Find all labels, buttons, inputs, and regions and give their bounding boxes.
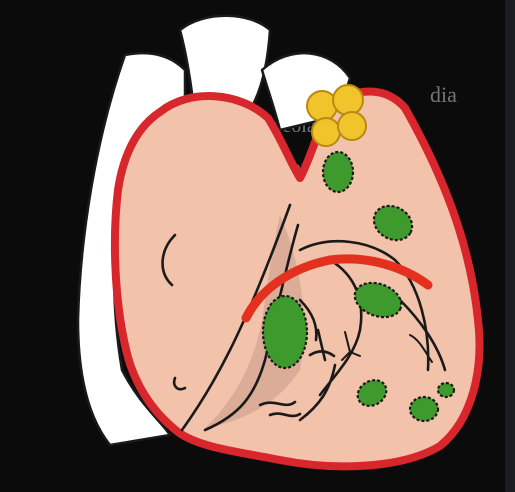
nodule-1 — [323, 152, 353, 192]
atrial-lobe-2 — [333, 85, 363, 115]
nodule-4 — [263, 296, 307, 368]
atrial-lobe-1 — [307, 91, 337, 121]
nodule-6 — [410, 397, 438, 421]
nodule-7 — [438, 383, 454, 397]
atrial-lobe-3 — [312, 118, 340, 146]
atrial-lobe-4 — [338, 112, 366, 140]
